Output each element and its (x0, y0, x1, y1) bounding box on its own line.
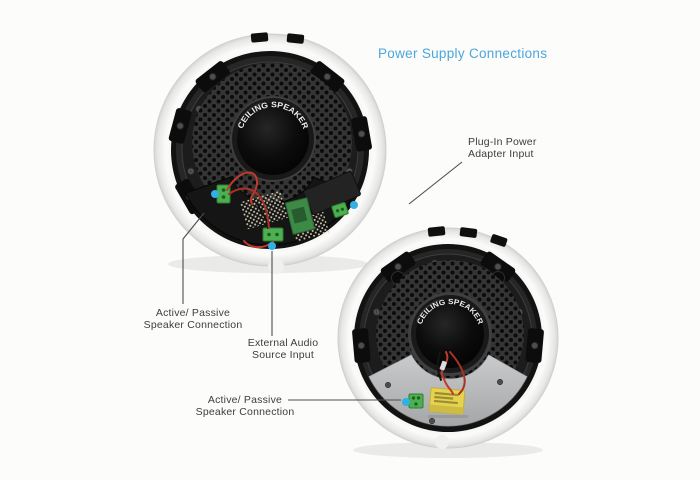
bottom-speaker-center-cap: CEILING SPEAKER (408, 292, 492, 376)
bottom-speaker-amp-plate (368, 354, 528, 427)
solder-pad-board (239, 190, 289, 230)
audio-input-terminal (262, 227, 284, 242)
transformer (428, 387, 466, 415)
bottom-speaker-ring-tabs (427, 226, 508, 247)
callout-active-passive-bottom-line1: Active/ Passive (207, 394, 283, 406)
callout-active-passive-bottom: Active/ Passive Speaker Connection (175, 394, 315, 418)
marker-power-adapter-input (350, 201, 358, 209)
rim-notch (268, 258, 284, 274)
callout-active-passive-top: Active/ Passive Speaker Connection (123, 307, 263, 331)
callout-power-adapter: Plug-In Power Adapter Input (468, 136, 537, 160)
green-pcb (284, 197, 316, 235)
diagram-title: Power Supply Connections (378, 46, 548, 61)
bottom-speaker: CEILING SPEAKER (337, 226, 559, 458)
top-speaker-pcb-area (184, 170, 361, 246)
marker-speaker-terminal-bottom (402, 398, 410, 406)
callout-power-adapter-line2: Adapter Input (468, 147, 534, 160)
callout-external-audio-line1: External Audio (247, 337, 319, 349)
marker-speaker-terminal-top (211, 190, 219, 198)
callout-power-adapter-line1: Plug-In Power (468, 136, 537, 148)
top-speaker-center-cap: CEILING SPEAKER (230, 96, 316, 182)
leader-lines (182, 161, 463, 401)
speaker-terminal-bottom (408, 393, 424, 409)
leader-active-passive-top (182, 212, 205, 304)
bottom-speaker-wires (436, 351, 466, 395)
leader-power-adapter (408, 161, 463, 205)
callout-external-audio-line2: Source Input (252, 348, 314, 361)
callout-external-audio: External Audio Source Input (213, 337, 353, 361)
plate-marking (428, 415, 468, 418)
power-adapter-terminal (331, 202, 349, 218)
top-speaker-wires (226, 171, 274, 249)
rim-notch (435, 435, 449, 449)
callout-active-passive-top-line1: Active/ Passive (155, 307, 231, 319)
callout-active-passive-top-line2: Speaker Connection (143, 318, 243, 331)
top-speaker: CEILING SPEAKER (153, 32, 387, 274)
zip-tie (439, 360, 447, 371)
bottom-speaker-shadow (353, 442, 543, 458)
callout-active-passive-bottom-line2: Speaker Connection (195, 405, 295, 418)
marker-audio-input (268, 242, 276, 250)
top-speaker-ring-tabs (250, 32, 305, 44)
